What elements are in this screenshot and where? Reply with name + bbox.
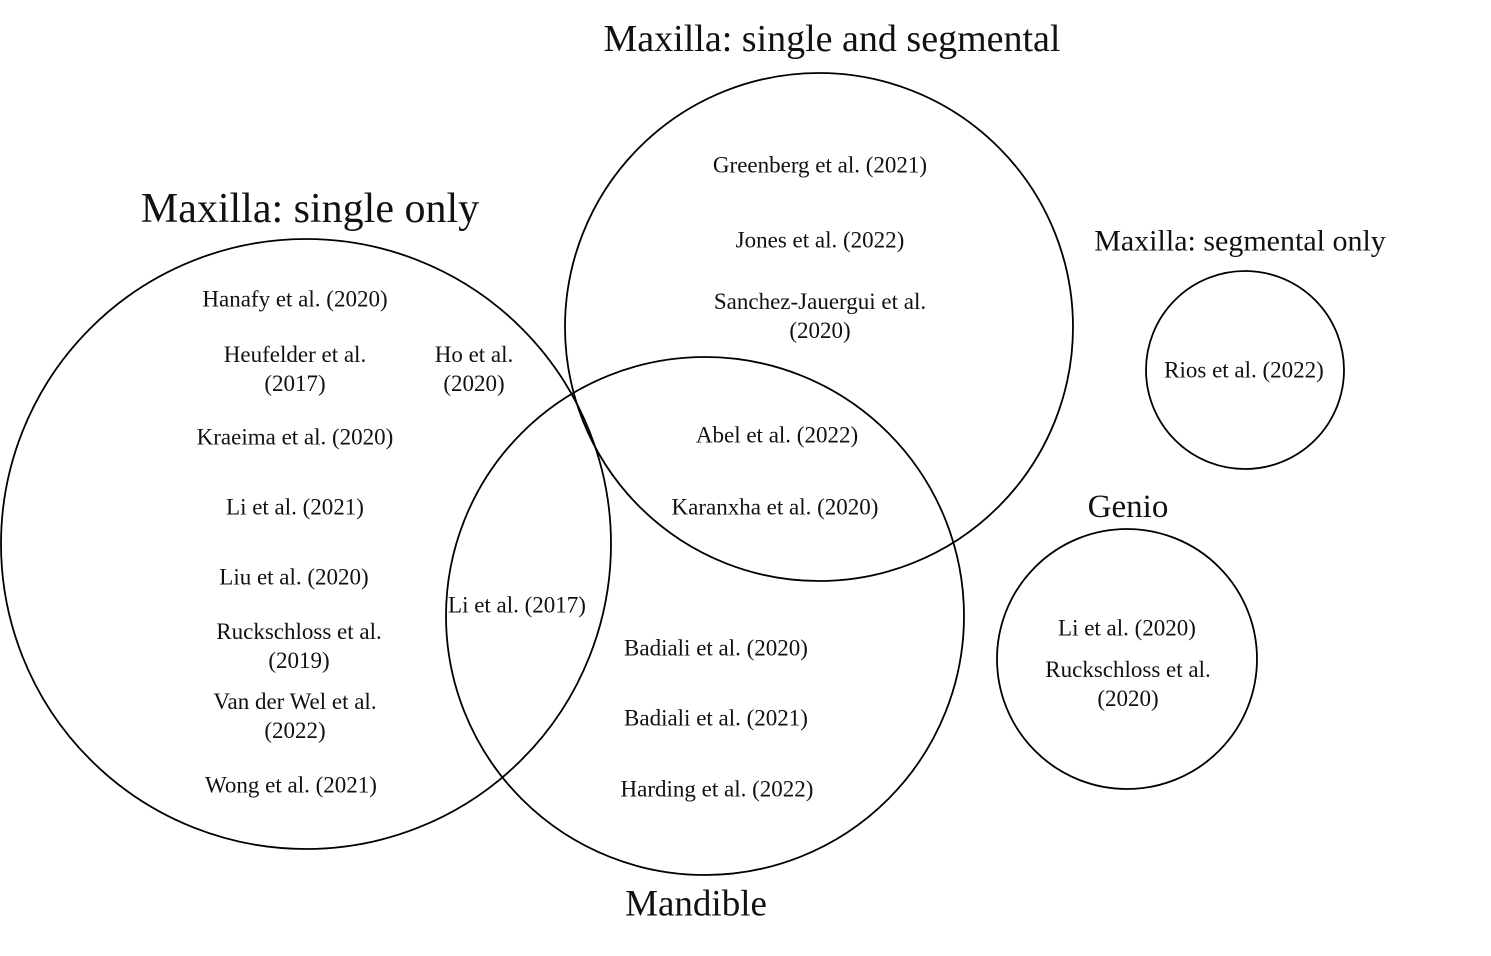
- entry-line: Li et al. (2017): [448, 592, 586, 618]
- entry-kraeima-et-al-2020: Kraeima et al. (2020): [197, 423, 394, 452]
- entry-abel-et-al-2022: Abel et al. (2022): [696, 421, 858, 450]
- entry-line: Ho et al.: [434, 342, 514, 367]
- label-genio: Genio: [1087, 488, 1169, 525]
- label-maxilla-single-only: Maxilla: single only: [140, 185, 480, 232]
- circle-maxilla-single-only: [0, 238, 612, 850]
- entry-ruckschloss-et-al-2019: Ruckschloss et al. (2019): [216, 617, 381, 675]
- entry-line: Ruckschloss et al.: [1045, 657, 1211, 682]
- circle-maxilla-segmental-only: [1145, 270, 1345, 470]
- entry-line: Jones et al. (2022): [735, 227, 905, 253]
- entry-jones-et-al-2022: Jones et al. (2022): [736, 226, 905, 255]
- entry-line: Badiali et al. (2020): [624, 635, 808, 661]
- entry-line: Rios et al. (2022): [1164, 357, 1324, 383]
- entry-greenberg-et-al-2021: Greenberg et al. (2021): [713, 151, 927, 180]
- entry-line: Wong et al. (2021): [205, 772, 377, 798]
- label-mandible: Mandible: [625, 883, 767, 925]
- entry-line: Harding et al. (2022): [620, 776, 814, 802]
- entry-van-der-wel-et-al-2022: Van der Wel et al. (2022): [213, 687, 376, 745]
- entry-line: Hanafy et al. (2020): [202, 286, 388, 312]
- entry-li-et-al-2020: Li et al. (2020): [1058, 614, 1196, 643]
- entry-ruckschloss-et-al-2020: Ruckschloss et al. (2020): [1045, 655, 1210, 713]
- entry-line: Sanchez-Jauergui et al.: [713, 289, 927, 314]
- entry-line: (2020): [789, 318, 851, 343]
- circle-maxilla-single-and-segmental: [564, 72, 1074, 582]
- entry-line: Li et al. (2021): [226, 494, 364, 520]
- circle-mandible: [445, 356, 965, 876]
- entry-rios-et-al-2022: Rios et al. (2022): [1164, 356, 1324, 385]
- entry-harding-et-al-2022: Harding et al. (2022): [621, 775, 814, 804]
- entry-ho-et-al-2020: Ho et al. (2020): [435, 340, 514, 398]
- entry-hanafy-et-al-2020: Hanafy et al. (2020): [202, 285, 387, 314]
- entry-karanxha-et-al-2020: Karanxha et al. (2020): [672, 493, 879, 522]
- label-maxilla-single-and-segmental: Maxilla: single and segmental: [603, 18, 1061, 61]
- entry-line: Li et al. (2020): [1058, 615, 1196, 641]
- entry-line: Greenberg et al. (2021): [712, 152, 928, 178]
- entry-liu-et-al-2020: Liu et al. (2020): [219, 563, 368, 592]
- entry-line: Badiali et al. (2021): [624, 705, 808, 731]
- entry-sanchez-jauergui-et-al-2020: Sanchez-Jauergui et al. (2020): [714, 287, 926, 345]
- entry-heufelder-et-al-2017: Heufelder et al. (2017): [224, 340, 366, 398]
- label-maxilla-segmental-only: Maxilla: segmental only: [1094, 224, 1386, 258]
- entry-line: (2019): [268, 648, 330, 673]
- entry-badiali-et-al-2020: Badiali et al. (2020): [624, 634, 808, 663]
- entry-badiali-et-al-2021: Badiali et al. (2021): [624, 704, 808, 733]
- entry-line: (2017): [264, 371, 326, 396]
- entry-wong-et-al-2021: Wong et al. (2021): [205, 771, 377, 800]
- entry-line: Heufelder et al.: [223, 342, 367, 367]
- entry-line: Kraeima et al. (2020): [196, 424, 394, 450]
- entry-line: Van der Wel et al.: [213, 689, 377, 714]
- circle-genio: [996, 528, 1258, 790]
- entry-line: (2020): [443, 371, 505, 396]
- entry-line: (2022): [264, 718, 326, 743]
- entry-line: (2020): [1097, 686, 1159, 711]
- entry-line: Karanxha et al. (2020): [671, 494, 879, 520]
- entry-line: Liu et al. (2020): [219, 564, 369, 590]
- entry-li-et-al-2021: Li et al. (2021): [226, 493, 364, 522]
- entry-li-et-al-2017: Li et al. (2017): [448, 591, 586, 620]
- entry-line: Ruckschloss et al.: [216, 619, 382, 644]
- entry-line: Abel et al. (2022): [695, 422, 859, 448]
